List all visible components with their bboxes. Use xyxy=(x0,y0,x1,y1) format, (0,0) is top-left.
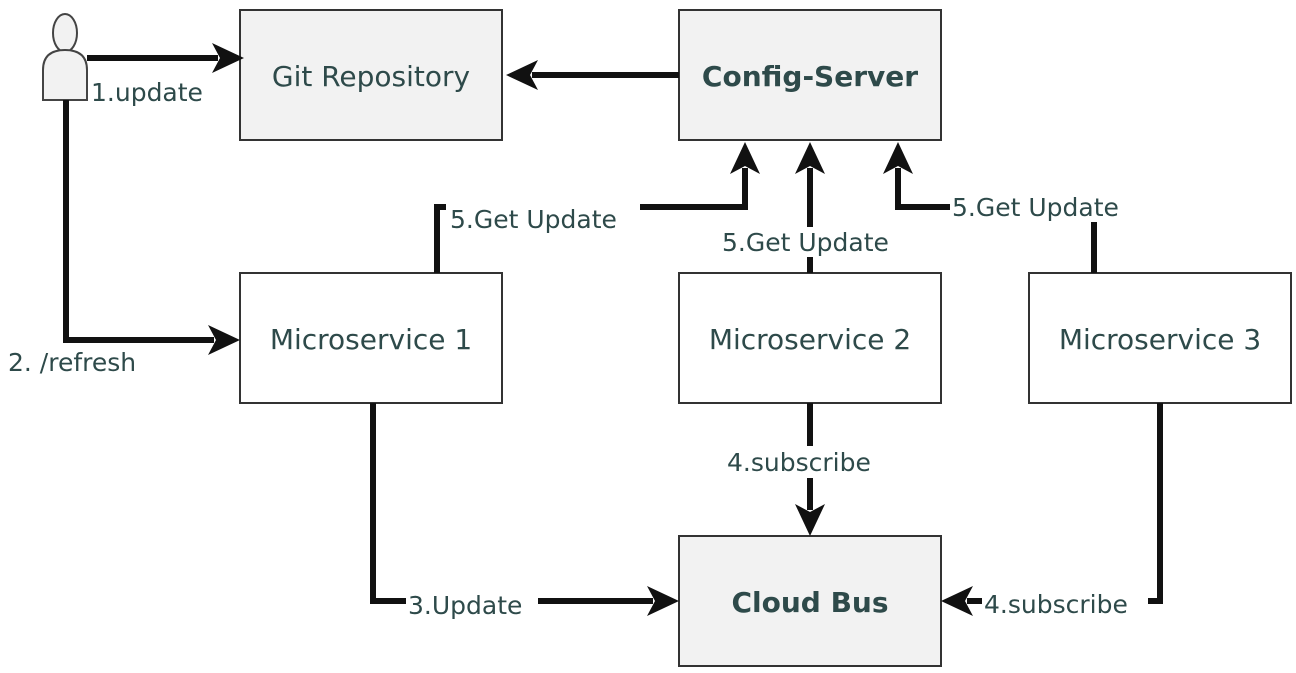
edge-refresh xyxy=(63,100,240,355)
edge-subscribe-ms3 xyxy=(941,403,1163,616)
label-update: 1.update xyxy=(91,78,203,107)
edge-config-to-git xyxy=(506,60,679,90)
microservice-3-label: Microservice 3 xyxy=(1059,323,1261,356)
edge-label-get-update-ms1: 5.Get Update xyxy=(446,203,640,234)
microservice-1-node: Microservice 1 xyxy=(239,272,503,404)
config-server-node: Config-Server xyxy=(678,9,942,141)
edge-label-get-update-ms2: 5.Get Update xyxy=(720,227,914,257)
label-subscribe-ms2: 4.subscribe xyxy=(727,448,871,477)
edge-update-bus xyxy=(370,403,679,616)
config-server-label: Config-Server xyxy=(702,60,918,93)
edge-label-update-bus: 3.Update xyxy=(406,589,538,620)
microservice-1-label: Microservice 1 xyxy=(270,323,472,356)
edge-label-subscribe-ms2: 4.subscribe xyxy=(724,446,896,478)
label-get-update-ms3: 5.Get Update xyxy=(952,193,1119,222)
edge-update xyxy=(87,43,244,73)
cloud-bus-node: Cloud Bus xyxy=(678,535,942,667)
label-refresh: 2. /refresh xyxy=(8,348,136,377)
cloud-bus-label: Cloud Bus xyxy=(731,586,888,619)
edge-label-subscribe-ms3: 4.subscribe xyxy=(982,589,1148,619)
label-update-bus: 3.Update xyxy=(408,591,522,620)
git-repository-label: Git Repository xyxy=(272,60,470,93)
edge-label-refresh: 2. /refresh xyxy=(6,346,164,377)
edge-label-update: 1.update xyxy=(89,76,217,107)
microservice-2-node: Microservice 2 xyxy=(678,272,942,404)
microservice-2-label: Microservice 2 xyxy=(709,323,911,356)
microservice-3-node: Microservice 3 xyxy=(1028,272,1292,404)
label-get-update-ms1: 5.Get Update xyxy=(450,205,617,234)
label-subscribe-ms3: 4.subscribe xyxy=(984,590,1128,619)
label-get-update-ms2: 5.Get Update xyxy=(722,228,889,257)
edge-label-get-update-ms3: 5.Get Update xyxy=(950,192,1146,222)
git-repository-node: Git Repository xyxy=(239,9,503,141)
user-icon xyxy=(42,13,88,101)
